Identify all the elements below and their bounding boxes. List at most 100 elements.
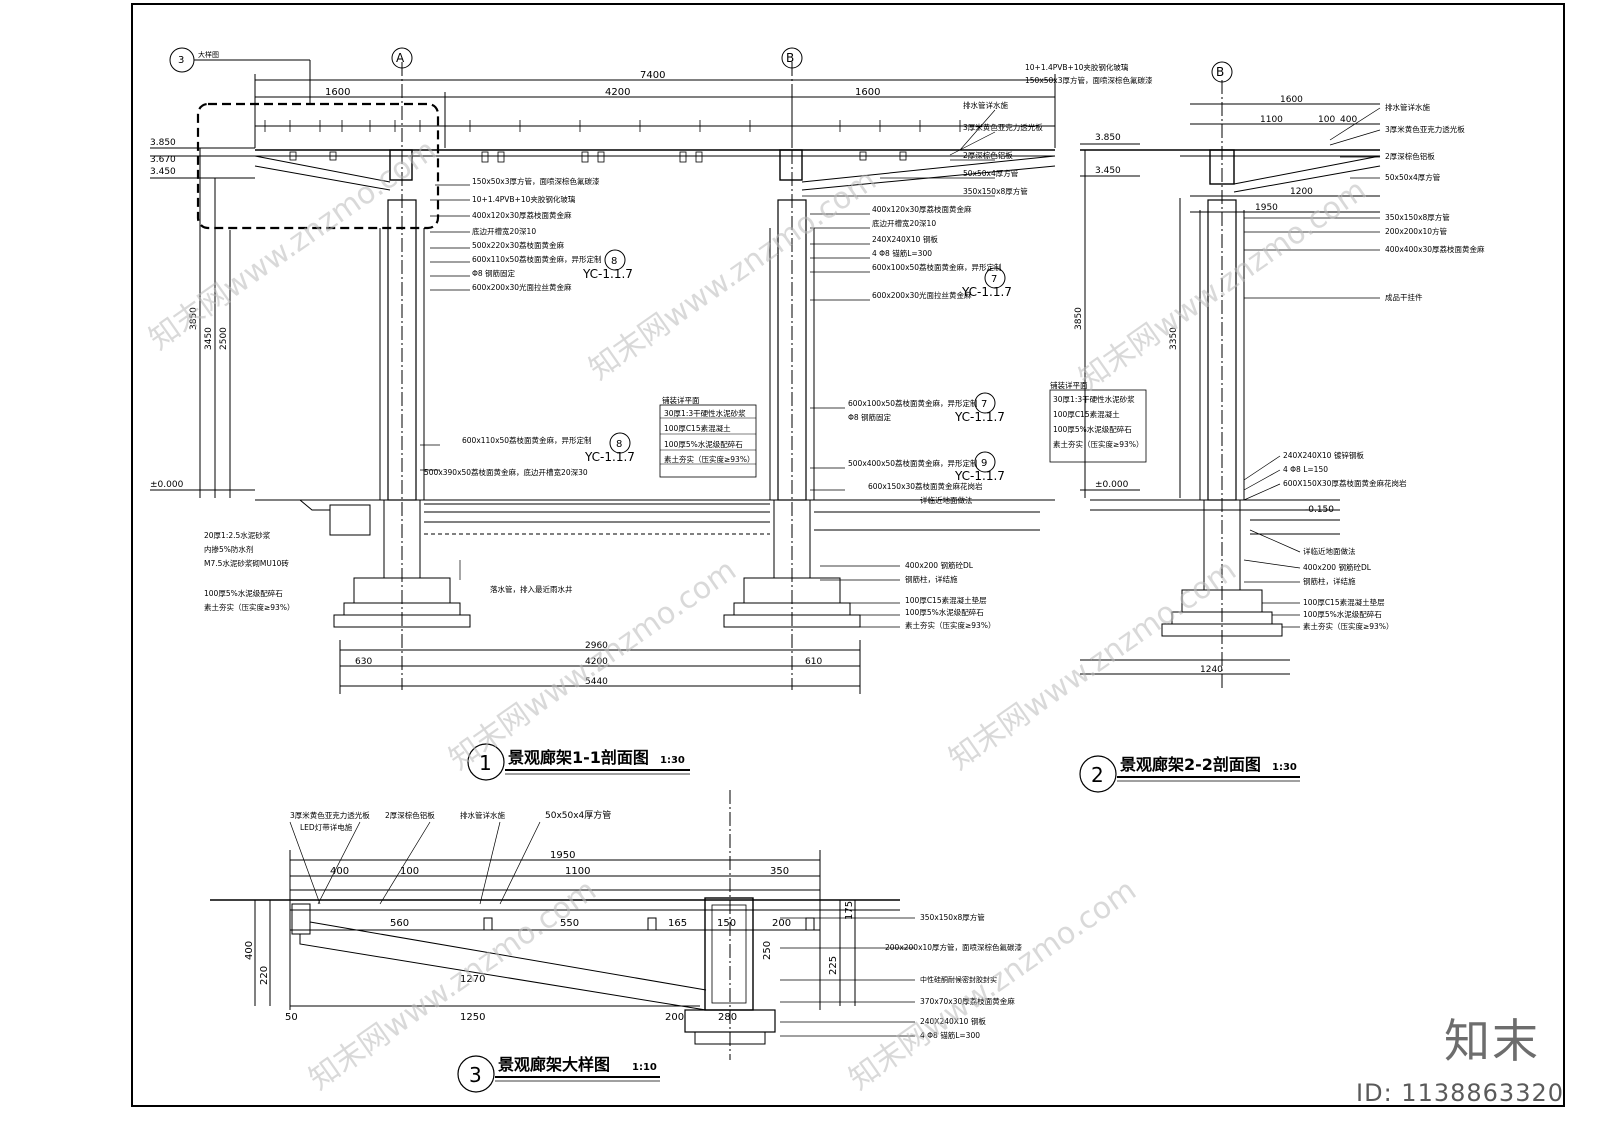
label-lr-6: 钢筋柱，详结施 <box>905 574 958 584</box>
s2-label-15: 100厚5%水泥级配碎石 <box>1303 609 1382 619</box>
label-lr-1: Φ8 钢筋固定 <box>848 412 892 422</box>
brand-logo-text: 知末 <box>1444 1014 1540 1068</box>
label-ll-6: 素土夯实（压实度≥93%） <box>204 602 294 612</box>
s3-label-4: 240X240X10 钢板 <box>920 1016 986 1026</box>
s2-label-14: 100厚C15素混凝土垫层 <box>1303 597 1385 607</box>
s2-elev-0150: -0.150 <box>1305 505 1334 515</box>
s2-label-0: 排水管详水施 <box>1385 102 1430 112</box>
s3-label-1: 200x200x10厚方管，面喷深棕色氟碳漆 <box>885 942 1023 952</box>
detail-ref-code-4: YC-1.1.7 <box>954 469 1005 483</box>
s3-dim-1950: 1950 <box>550 850 575 861</box>
label-lr-9: 素土夯实（压实度≥93%） <box>905 620 995 630</box>
s2-label-5: 200x200x10方管 <box>1385 226 1448 236</box>
s2-dim-1200: 1200 <box>1290 187 1313 197</box>
label-ll-1: 500x390x50荔枝面黄金麻，底边开槽宽20深30 <box>424 467 588 477</box>
vdim-2500: 2500 <box>219 327 229 350</box>
s3-dim-560: 560 <box>390 918 409 929</box>
s3-dim-200b: 200 <box>665 1012 684 1023</box>
label-right-6: 底边开槽宽20深10 <box>872 218 936 228</box>
s3-top-label-2: 2厚深棕色铝板 <box>385 810 435 820</box>
detail-ref-code-3: YC-1.1.7 <box>954 410 1005 424</box>
s2-elev-3850: 3.850 <box>1095 133 1121 143</box>
label-ll-0: 600x110x50荔枝面黄金麻，异形定制 <box>462 435 592 445</box>
label-mid-0: 150x50x3厚方管，面喷深棕色氟碳漆 <box>472 176 600 186</box>
section-1-scale: 1:30 <box>660 755 685 766</box>
s2-label-13: 钢筋柱，详结施 <box>1303 576 1356 586</box>
detail-ref-num-2: 8 <box>616 439 622 450</box>
section-2-number: 2 <box>1091 763 1104 787</box>
section-2-2-text: B 10+1.4PVB+10夹胶钢化玻璃 150x50x3厚方管，面喷深棕色氟碳… <box>1025 62 1485 675</box>
s3-dim-165: 165 <box>668 918 687 929</box>
s3-dim-200: 200 <box>772 918 791 929</box>
label-ll-2: 20厚1:2.5水泥砂浆 <box>204 530 271 540</box>
s2-label-6: 400x400x30厚荔枝面黄金麻 <box>1385 244 1485 254</box>
pave-box-0: 铺装详平面 <box>662 395 700 405</box>
s2-top-label-0: 10+1.4PVB+10夹胶钢化玻璃 <box>1025 62 1129 72</box>
s3-dim-280: 280 <box>718 1012 737 1023</box>
s2-dim-3350: 3350 <box>1169 327 1179 350</box>
label-lr-2: 500x400x50荔枝面黄金麻，异形定制 <box>848 458 978 468</box>
dim-top-total: 7400 <box>640 70 665 81</box>
detail-ref-code-2: YC-1.1.7 <box>584 450 635 464</box>
s2-dim-1600: 1600 <box>1280 95 1303 105</box>
section-1-title-text: 景观廊架1-1剖面图 <box>508 748 649 767</box>
label-right-5: 400x120x30厚荔枝面黄金麻 <box>872 204 972 214</box>
s2-dim-3850: 3850 <box>1074 307 1084 330</box>
label-lr-4: 详临近地面做法 <box>920 495 973 505</box>
section-2-title: 2 景观廊架2-2剖面图 1:30 <box>1079 755 1300 793</box>
detail-highlight-box <box>196 102 440 230</box>
s3-top-label-3: 排水管详水施 <box>460 810 505 820</box>
s2-label-2: 2厚深棕色铝板 <box>1385 151 1435 161</box>
s2-top-label-1: 150x50x3厚方管，面喷深棕色氟碳漆 <box>1025 75 1153 85</box>
section-1-title: 1 景观廊架1-1剖面图 1:30 <box>467 743 690 781</box>
detail-ref-num-3: 7 <box>981 399 987 410</box>
callout-label: 大样图 <box>198 50 219 59</box>
label-ll-7: 落水管，排入最近雨水井 <box>490 584 573 594</box>
label-ll-4: M7.5水泥砂浆砌MU10砖 <box>204 558 289 568</box>
s2-pave-1: 30厚1:3干硬性水泥砂浆 <box>1053 394 1135 404</box>
elev-0000: ±0.000 <box>150 480 184 490</box>
s2-label-8: 240X240X10 镀锌钢板 <box>1283 450 1364 460</box>
grid-label-b: B <box>786 51 794 65</box>
section-1-number: 1 <box>479 751 492 775</box>
label-mid-7: 600x200x30光面拉丝黄金麻 <box>472 282 572 292</box>
dim-bottom-5440: 5440 <box>585 677 608 687</box>
pave-box-4: 素土夯实（压实度≥93%） <box>664 454 754 464</box>
s2-pave-3: 100厚5%水泥级配碎石 <box>1053 424 1132 434</box>
s2-dim-1950: 1950 <box>1255 203 1278 213</box>
label-right-2: 2厚深棕色铝板 <box>963 150 1013 160</box>
label-mid-6: Φ8 钢筋固定 <box>472 268 516 278</box>
s3-dim-225: 225 <box>828 956 839 975</box>
s3-dim-400v: 400 <box>244 941 255 960</box>
s2-pave-2: 100厚C15素混凝土 <box>1053 409 1120 419</box>
s2-label-3: 50x50x4厚方管 <box>1385 172 1441 182</box>
elev-3670: 3.670 <box>150 155 176 165</box>
label-right-1: 3厚米黄色亚克力透光板 <box>963 122 1043 132</box>
s3-dim-400: 400 <box>330 866 349 877</box>
s3-dim-1270: 1270 <box>460 974 485 985</box>
label-right-9: 600x100x50荔枝面黄金麻，异形定制 <box>872 262 1002 272</box>
s2-label-11: 详临近地面做法 <box>1303 546 1356 556</box>
label-mid-3: 底边开槽宽20深10 <box>472 226 536 236</box>
s3-top-label-1: LED灯带详电施 <box>300 822 353 832</box>
s3-dim-250: 250 <box>762 941 773 960</box>
label-mid-2: 400x120x30厚荔枝面黄金麻 <box>472 210 572 220</box>
section-1-1 <box>150 47 1056 694</box>
s2-pave-0: 铺装详平面 <box>1050 380 1088 390</box>
label-right-10: 600x200x30光面拉丝黄金麻 <box>872 290 972 300</box>
dim-bottom-2960: 2960 <box>585 641 608 651</box>
section-3-number: 3 <box>469 1063 482 1087</box>
section-1-1-text: A B 7400 1600 4200 1600 3.850 3.670 3.45… <box>150 50 1043 687</box>
s2-dim-1240: 1240 <box>1200 665 1223 675</box>
s2-label-7: 成品干挂件 <box>1385 292 1423 302</box>
section-3-title: 3 景观廊架大样图 1:10 <box>457 1055 660 1093</box>
section-2-scale: 1:30 <box>1272 762 1297 773</box>
sheet-border <box>131 3 1565 1107</box>
label-right-0: 排水管详水施 <box>963 100 1008 110</box>
dim-bottom-4200: 4200 <box>585 657 608 667</box>
s3-dim-50: 50 <box>285 1012 298 1023</box>
s2-elev-0000: ±0.000 <box>1095 480 1129 490</box>
dim-bottom-610: 610 <box>805 657 822 667</box>
label-mid-5: 600x110x50荔枝面黄金麻，异形定制 <box>472 254 602 264</box>
